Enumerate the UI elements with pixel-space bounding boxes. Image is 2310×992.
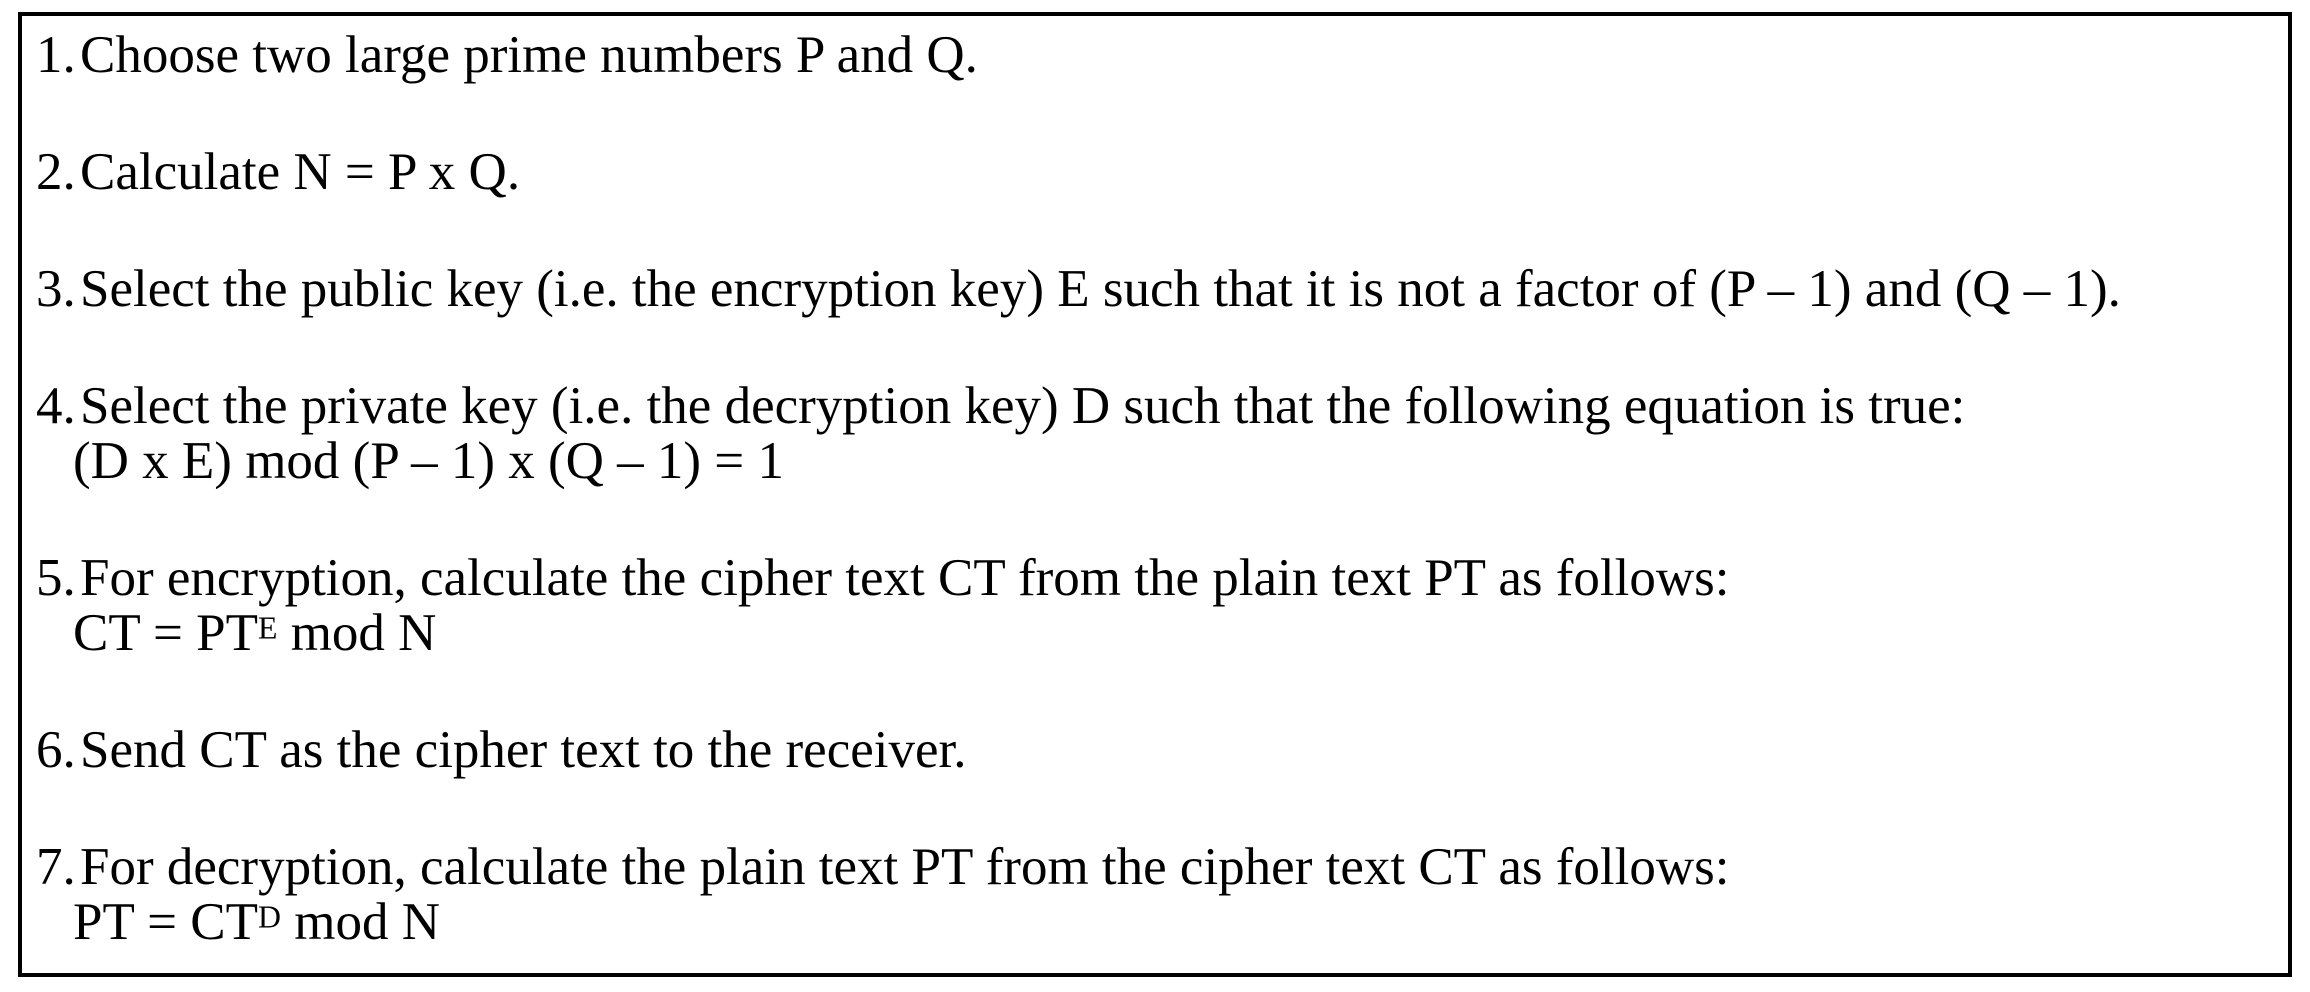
formula-text: (D x E) mod (P – 1) x (Q – 1) = 1	[73, 432, 784, 490]
step-text: Select the public key (i.e. the encrypti…	[80, 260, 2121, 318]
step-number: 7.	[36, 838, 76, 896]
formula-suffix: mod N	[290, 604, 437, 662]
formula-base: CT = PT	[73, 604, 259, 662]
step-item-1: 1. Choose two large prime numbers P and …	[36, 28, 2264, 83]
step-item-7: 7. For decryption, calculate the plain t…	[36, 840, 2264, 950]
step-number: 1.	[36, 26, 76, 84]
step-item-2: 2. Calculate N = P x Q.	[36, 145, 2264, 200]
formula-exponent: E	[258, 610, 278, 646]
step-item-5: 5. For encryption, calculate the cipher …	[36, 551, 2264, 661]
step-item-3: 3. Select the public key (i.e. the encry…	[36, 262, 2264, 317]
step-item-4: 4. Select the private key (i.e. the decr…	[36, 379, 2264, 489]
formula-line: PT = CTD mod N	[73, 895, 2264, 950]
formula-suffix: mod N	[294, 893, 440, 951]
formula-exponent: D	[258, 899, 281, 935]
step-text: For decryption, calculate the plain text…	[80, 838, 1730, 896]
step-text: Send CT as the cipher text to the receiv…	[80, 721, 967, 779]
formula-line: (D x E) mod (P – 1) x (Q – 1) = 1	[73, 434, 2264, 489]
step-text: Calculate N = P x Q.	[80, 143, 521, 201]
step-number: 3.	[36, 260, 76, 318]
step-number: 5.	[36, 549, 76, 607]
step-text: Choose two large prime numbers P and Q.	[80, 26, 978, 84]
step-number: 4.	[36, 377, 76, 435]
step-number: 6.	[36, 721, 76, 779]
formula-base: PT = CT	[73, 893, 259, 951]
step-number: 2.	[36, 143, 76, 201]
step-text: For encryption, calculate the cipher tex…	[80, 549, 1730, 607]
formula-line: CT = PTE mod N	[73, 606, 2264, 661]
step-item-6: 6. Send CT as the cipher text to the rec…	[36, 723, 2264, 778]
step-text: Select the private key (i.e. the decrypt…	[80, 377, 1966, 435]
algorithm-steps-box: 1. Choose two large prime numbers P and …	[18, 12, 2292, 977]
